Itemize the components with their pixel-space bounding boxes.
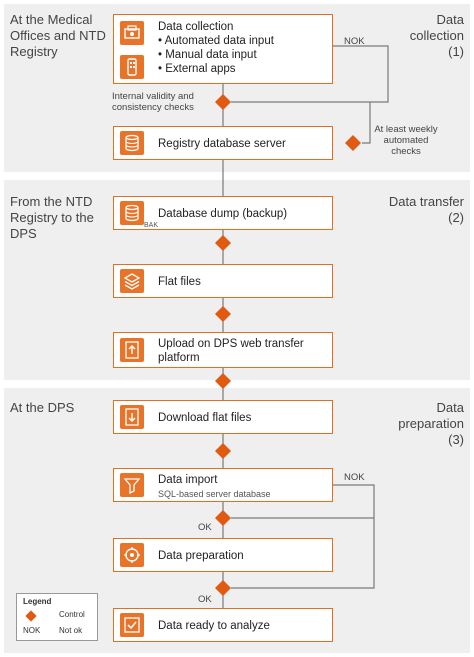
ok-label-import: OK bbox=[198, 522, 212, 533]
weekly-checks-label: At least weekly automated checks bbox=[374, 124, 438, 157]
section-number-preparation: (3) bbox=[448, 432, 464, 447]
upload-title: Upload on DPS web transfer platform bbox=[158, 338, 304, 364]
download-icon bbox=[120, 405, 144, 429]
legend: Legend Control NOK Not ok bbox=[16, 593, 98, 641]
data-ready-title: Data ready to analyze bbox=[158, 620, 270, 632]
section-right-title-transfer: Data transfer (2) bbox=[384, 194, 464, 226]
legend-nok-description: Not ok bbox=[59, 626, 83, 635]
data-import-subtitle: SQL-based server database bbox=[158, 489, 271, 499]
section-left-label-preparation: At the DPS bbox=[10, 400, 75, 415]
nok-label-bottom: NOK bbox=[344, 472, 365, 483]
analysis-gear-icon bbox=[120, 543, 144, 567]
section-number-transfer: (2) bbox=[448, 210, 464, 225]
data-collection-text: Data collection • Automated data input •… bbox=[158, 20, 274, 76]
section-number-collection: (1) bbox=[448, 44, 464, 59]
legend-title: Legend bbox=[23, 597, 52, 606]
checkmark-icon bbox=[120, 613, 144, 637]
download-title: Download flat files bbox=[158, 412, 252, 424]
data-collection-item: • External apps bbox=[158, 63, 236, 75]
legend-control-label: Control bbox=[59, 610, 85, 619]
box-data-ready: Data ready to analyze bbox=[113, 608, 333, 642]
data-collection-item: • Automated data input bbox=[158, 35, 274, 47]
data-collection-title: Data collection bbox=[158, 21, 234, 33]
validity-checks-label: Internal validity and consistency checks bbox=[112, 91, 194, 113]
section-right-title-preparation: Data preparation (3) bbox=[384, 400, 464, 448]
backup-badge: BAK bbox=[144, 222, 159, 229]
box-data-import: Data import SQL-based server database bbox=[113, 468, 333, 502]
registry-server-title: Registry database server bbox=[158, 138, 286, 150]
box-flat-files: Flat files bbox=[113, 264, 333, 298]
box-download: Download flat files bbox=[113, 400, 333, 434]
nok-label-top: NOK bbox=[344, 36, 365, 47]
layers-icon bbox=[120, 269, 144, 293]
data-collection-item: • Manual data input bbox=[158, 49, 257, 61]
mobile-app-icon bbox=[120, 55, 144, 79]
section-title-collection: Data collection bbox=[409, 12, 464, 43]
database-backup-icon bbox=[120, 201, 144, 225]
upload-icon bbox=[120, 338, 144, 362]
legend-control-diamond-icon bbox=[25, 610, 37, 622]
flat-files-title: Flat files bbox=[158, 276, 201, 288]
device-icon bbox=[120, 21, 144, 45]
section-title-preparation: Data preparation bbox=[398, 400, 464, 431]
box-data-collection: Data collection • Automated data input •… bbox=[113, 14, 333, 84]
data-import-title: Data import bbox=[158, 474, 218, 486]
box-registry-server: Registry database server bbox=[113, 126, 333, 160]
funnel-import-icon bbox=[120, 473, 144, 497]
box-database-dump: BAK Database dump (backup) bbox=[113, 196, 333, 230]
database-dump-title: Database dump (backup) bbox=[158, 208, 288, 220]
box-data-preparation: Data preparation bbox=[113, 538, 333, 572]
section-left-label-transfer: From the NTD Registry to the DPS bbox=[10, 194, 94, 241]
section-right-title-collection: Data collection (1) bbox=[384, 12, 464, 60]
box-upload: Upload on DPS web transfer platform bbox=[113, 332, 333, 368]
database-icon bbox=[120, 131, 144, 155]
legend-nok-key: NOK bbox=[23, 626, 41, 635]
section-left-label-collection: At the Medical Offices and NTD Registry bbox=[10, 12, 106, 59]
section-title-transfer: Data transfer bbox=[388, 194, 464, 209]
ok-label-preparation: OK bbox=[198, 594, 212, 605]
data-preparation-title: Data preparation bbox=[158, 550, 244, 562]
data-import-text: Data import SQL-based server database bbox=[158, 473, 271, 501]
